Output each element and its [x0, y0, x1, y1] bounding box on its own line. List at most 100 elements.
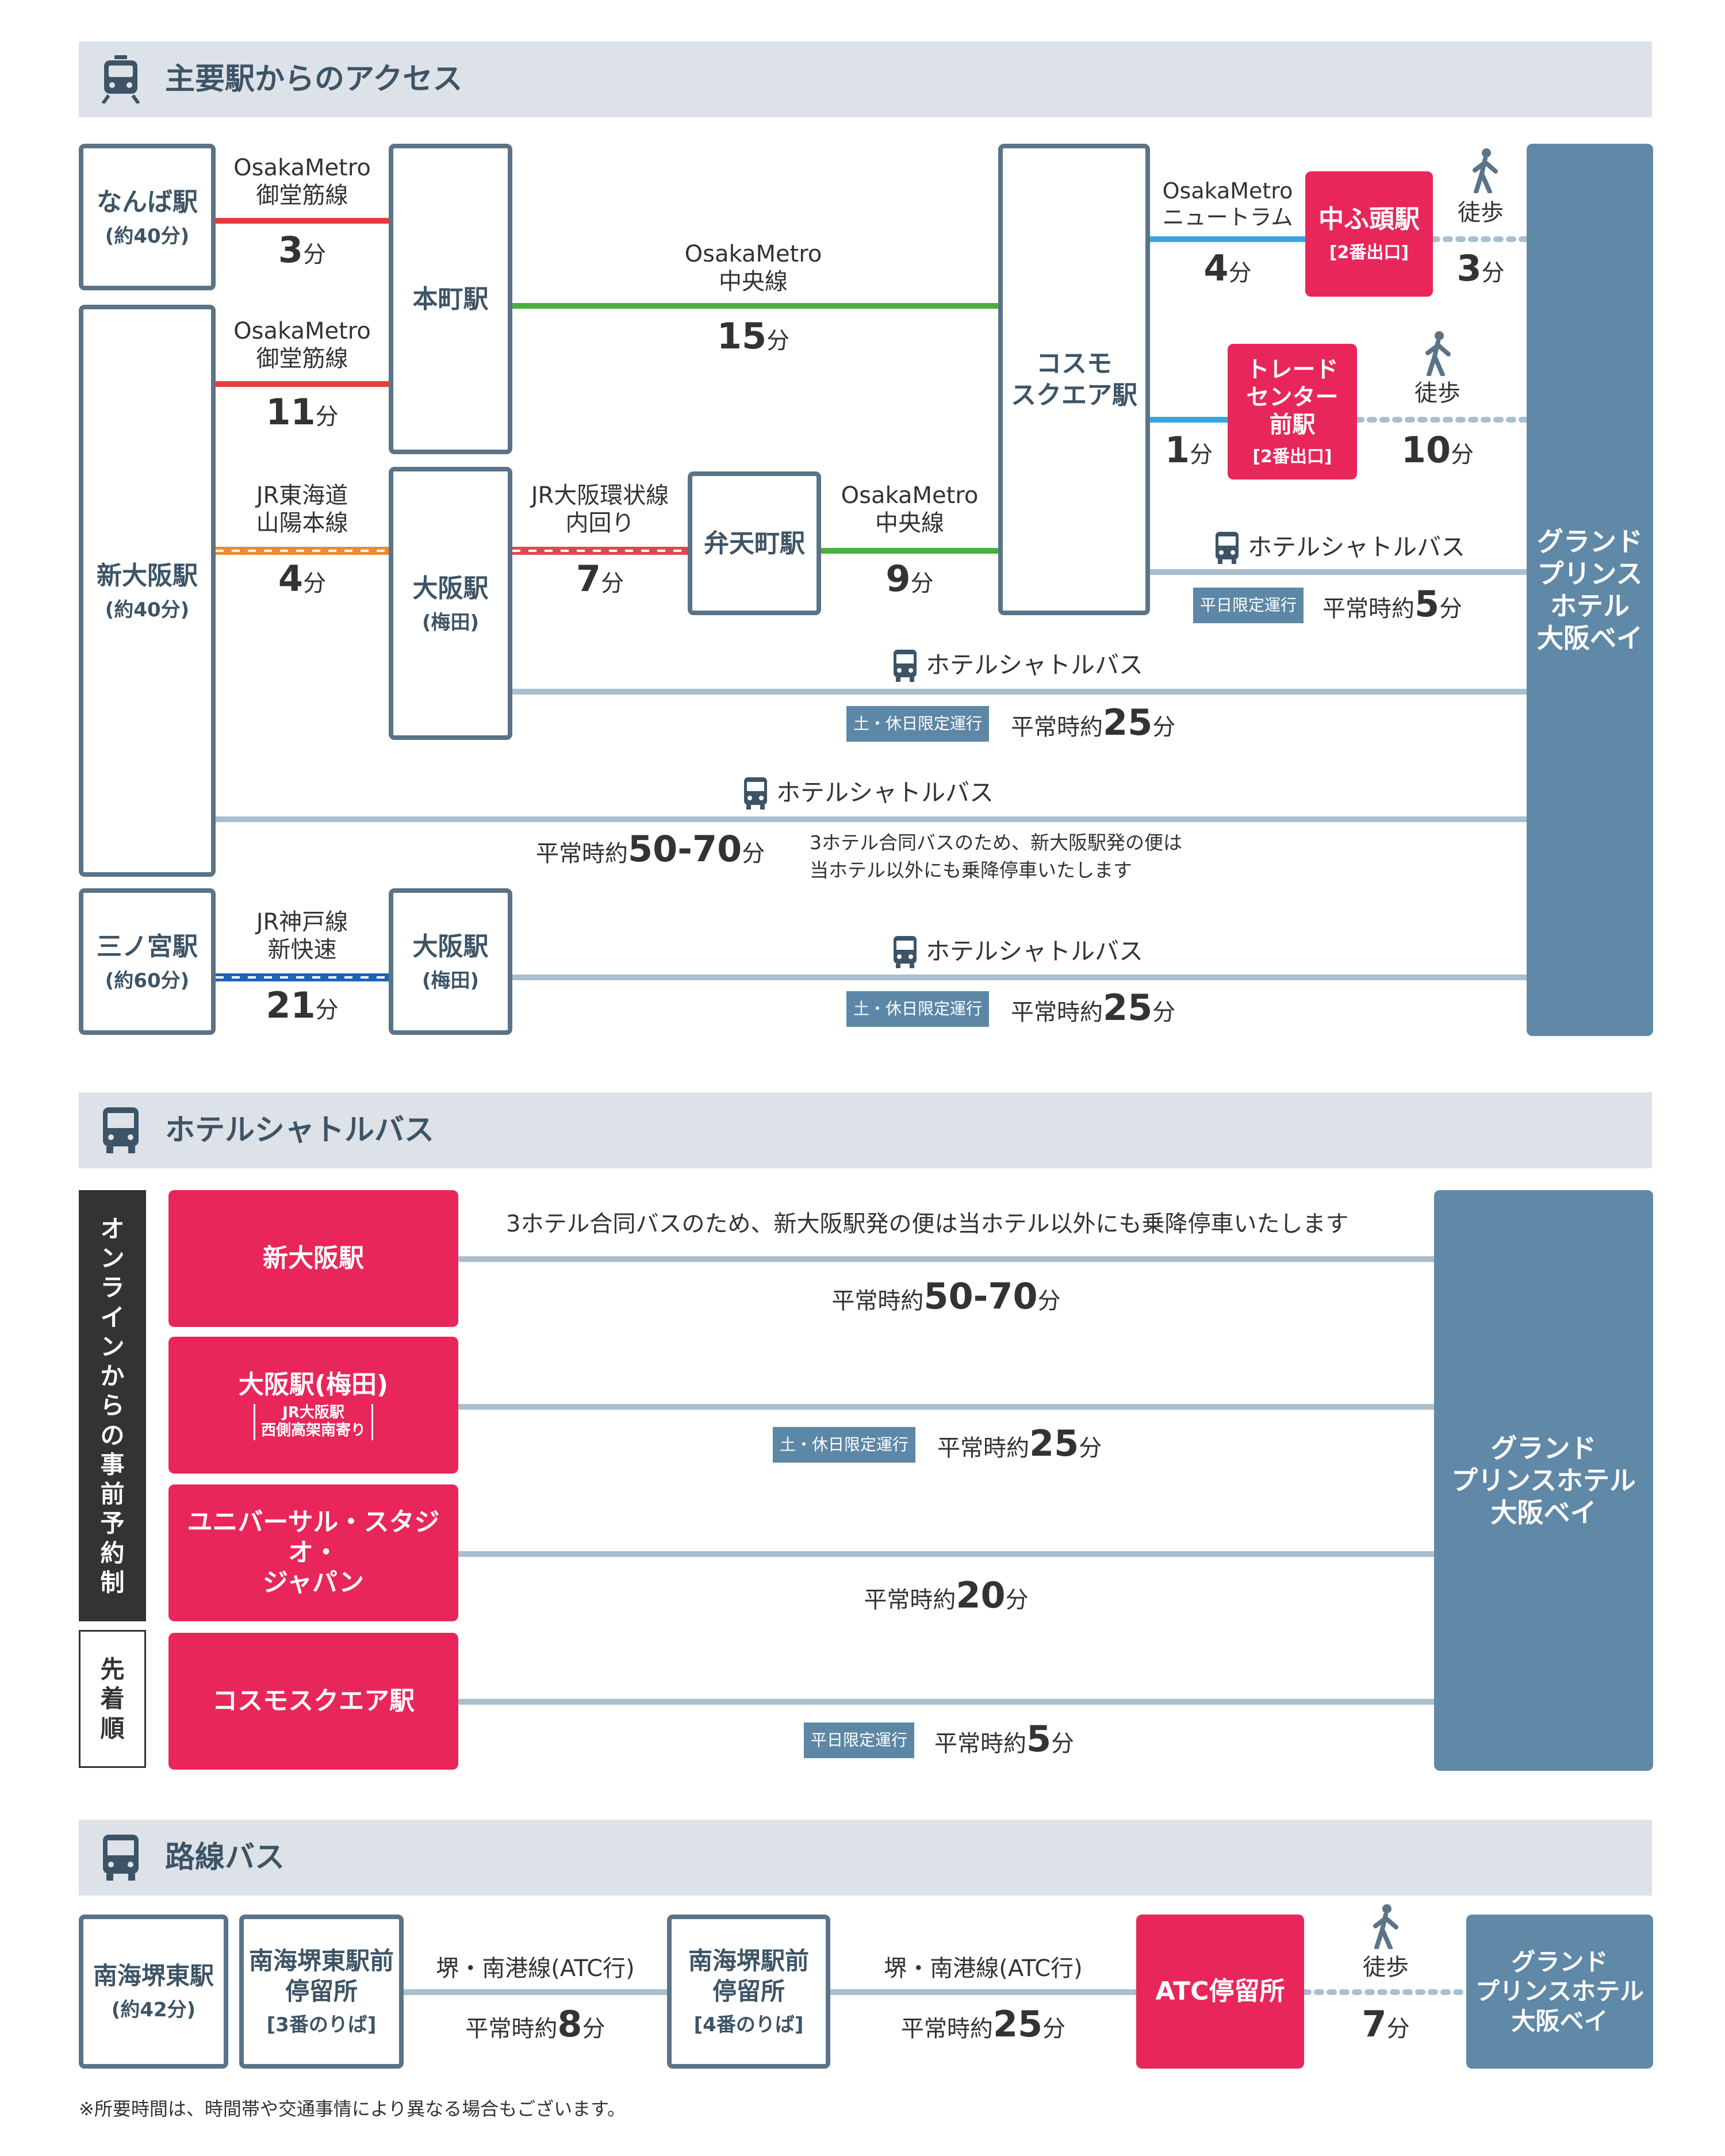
note-line2: 当ホテル以外にも乗降停車いたします: [810, 858, 1132, 881]
origin-usj[interactable]: ユニバーサル・スタジオ・ ジャパン: [168, 1484, 458, 1621]
tag-weekday: 平日限定運行: [1193, 588, 1304, 623]
station-sub: (梅田): [421, 969, 480, 992]
destination-hotel[interactable]: グランド プリンスホテル 大阪ベイ: [1466, 1915, 1653, 2069]
route-label-newtram: OsakaMetro ニュートラム: [1150, 178, 1305, 231]
line-name: JR大阪環状線: [531, 482, 669, 509]
station-name: 大阪駅: [412, 573, 489, 603]
dest-line3: 大阪ベイ: [1490, 1497, 1597, 1529]
station-exit: [2番出口]: [1252, 447, 1332, 467]
stop-sakai[interactable]: 南海堺駅前 停留所 [4番のりば]: [667, 1915, 830, 2069]
origin-shinosaka[interactable]: 新大阪駅: [168, 1190, 458, 1327]
station-namba[interactable]: なんば駅 (約40分): [79, 144, 216, 290]
station-name: 弁天町駅: [704, 528, 805, 558]
line-name-2: 内回り: [565, 510, 635, 536]
duration-shuttle-cosmo: 平常時約5分: [934, 1718, 1075, 1760]
duration-walk-3: 7分: [1362, 2003, 1410, 2045]
duration-bus-osaka2: 平常時約25分: [1011, 987, 1176, 1029]
walk-label-1: 徒歩: [1458, 200, 1504, 226]
station-name-line1: トレード: [1246, 356, 1339, 383]
stop-name-line2: 停留所: [712, 1977, 785, 2005]
station-name: なんば駅: [97, 187, 198, 217]
station-name-line3: 前駅: [1269, 412, 1316, 438]
duration-newtram-2: 1分: [1164, 429, 1213, 471]
station-trade-center[interactable]: トレード センター 前駅 [2番出口]: [1228, 344, 1357, 479]
route-label-chuo-1: OsakaMetro 中央線: [604, 240, 903, 296]
duration-chuo-2: 9分: [885, 558, 934, 600]
walk-icon: [1425, 331, 1451, 376]
route-label-jr-tokaido: JR東海道 山陽本線: [216, 482, 389, 537]
station-name: 中ふ頭駅: [1318, 204, 1420, 234]
vertical-char: の: [100, 1421, 125, 1449]
bus-label-osaka1: ホテルシャトルバス: [926, 651, 1144, 679]
duration-jr-loop: 7分: [576, 558, 624, 600]
vertical-char: ら: [100, 1391, 125, 1420]
duration-shuttle-usj: 平常時約20分: [864, 1574, 1029, 1616]
line-name-2: 御堂筋線: [256, 182, 348, 209]
origin-osaka-umeda[interactable]: 大阪駅(梅田) JR大阪駅 西側高架南寄り: [168, 1337, 458, 1474]
duration-walk-2: 10分: [1401, 429, 1474, 471]
station-cosmosquare[interactable]: コスモ スクエア駅: [998, 144, 1150, 615]
note-shinosaka-shuttle: 3ホテル合同バスのため、新大阪駅発の便は当ホテル以外にも乗降停車いたします: [506, 1211, 1349, 1237]
section-title: 主要駅からのアクセス: [165, 62, 463, 97]
label-online-reservation: オンラインからの事前予約制: [79, 1190, 146, 1621]
line-name-2: ニュートラム: [1162, 204, 1293, 230]
walk-label-2: 徒歩: [1414, 380, 1460, 406]
station-time: (約42分): [111, 1998, 196, 2021]
duration-jr-tokaido: 4分: [278, 558, 327, 600]
route-label-jr-kobe: JR神戸線 新快速: [216, 908, 389, 964]
stop-name-line1: 南海堺駅前: [688, 1947, 809, 1975]
destination-hotel[interactable]: グランド プリンス ホテル 大阪ベイ: [1527, 144, 1653, 1036]
line-name-2: 山陽本線: [256, 510, 348, 536]
station-shinosaka[interactable]: 新大阪駅 (約40分): [79, 305, 216, 877]
station-osaka-umeda-1[interactable]: 大阪駅 (梅田): [389, 467, 512, 740]
station-nakafuto[interactable]: 中ふ頭駅 [2番出口]: [1305, 171, 1433, 297]
note-shinosaka: 3ホテル合同バスのため、新大阪駅発の便は 当ホテル以外にも乗降停車いたします: [810, 829, 1182, 884]
bus-icon: [744, 777, 767, 810]
vertical-char: イ: [100, 1303, 125, 1332]
station-osaka-umeda-2[interactable]: 大阪駅 (梅田): [389, 888, 512, 1035]
destination-hotel[interactable]: グランド プリンスホテル 大阪ベイ: [1434, 1190, 1653, 1771]
station-nankai-sakaihigashi[interactable]: 南海堺東駅 (約42分): [79, 1915, 228, 2069]
origin-sub-line2: 西側高架南寄り: [260, 1422, 366, 1440]
origin-cosmosquare[interactable]: コスモスクエア駅: [168, 1633, 458, 1770]
vertical-char: 制: [100, 1568, 125, 1597]
section-title: 路線バス: [165, 1840, 285, 1875]
stop-name-line1: 南海堺東駅前: [248, 1947, 394, 1975]
duration-bus-shinosaka: 平常時約50-70分: [536, 828, 765, 870]
line-name: OsakaMetro: [1162, 178, 1293, 204]
walk-icon: [1473, 148, 1498, 193]
stop-atc[interactable]: ATC停留所: [1136, 1915, 1304, 2069]
station-name-line2: センター: [1246, 384, 1339, 411]
dest-line1: グランド: [1511, 1948, 1608, 1977]
line-name: JR東海道: [256, 482, 348, 509]
station-bentencho[interactable]: 弁天町駅: [688, 471, 821, 615]
bus-icon: [894, 650, 917, 682]
duration-shinosaka: 11分: [266, 391, 339, 433]
station-name-line2: スクエア駅: [1011, 381, 1137, 410]
station-name-line1: コスモ: [1036, 349, 1112, 378]
vertical-char: 先: [100, 1655, 125, 1684]
label-first-come: 先着順: [79, 1630, 146, 1768]
walk-label-3: 徒歩: [1363, 1954, 1409, 1981]
bus-label-shinosaka: ホテルシャトルバス: [776, 778, 994, 807]
note-line1: 3ホテル合同バスのため、新大阪駅発の便は: [810, 831, 1182, 854]
line-name-2: 中央線: [719, 268, 788, 295]
line-name-2: 御堂筋線: [256, 346, 348, 372]
stop-sakaihigashi[interactable]: 南海堺東駅前 停留所 [3番のりば]: [239, 1915, 404, 2069]
section-title: ホテルシャトルバス: [165, 1113, 435, 1148]
vertical-char: 事: [100, 1450, 125, 1479]
route-label-jr-loop: JR大阪環状線 内回り: [512, 482, 688, 537]
station-sannomiya[interactable]: 三ノ宮駅 (約60分): [79, 888, 216, 1035]
vertical-char: ン: [100, 1244, 125, 1273]
station-honmachi[interactable]: 本町駅: [389, 144, 512, 454]
line-name: OsakaMetro: [233, 155, 371, 181]
dest-line2: プリンスホテル: [1475, 1977, 1644, 2006]
duration-namba: 3分: [278, 229, 327, 271]
bus-icon: [894, 936, 917, 968]
tag-weekend: 土・休日限定運行: [773, 1427, 916, 1463]
route-label-bus-1: 堺・南港線(ATC行): [436, 1955, 635, 1982]
duration-bus-1: 平常時約8分: [465, 2003, 605, 2045]
vertical-char: か: [100, 1362, 125, 1391]
route-label-shinosaka: OsakaMetro 御堂筋線: [216, 317, 389, 373]
